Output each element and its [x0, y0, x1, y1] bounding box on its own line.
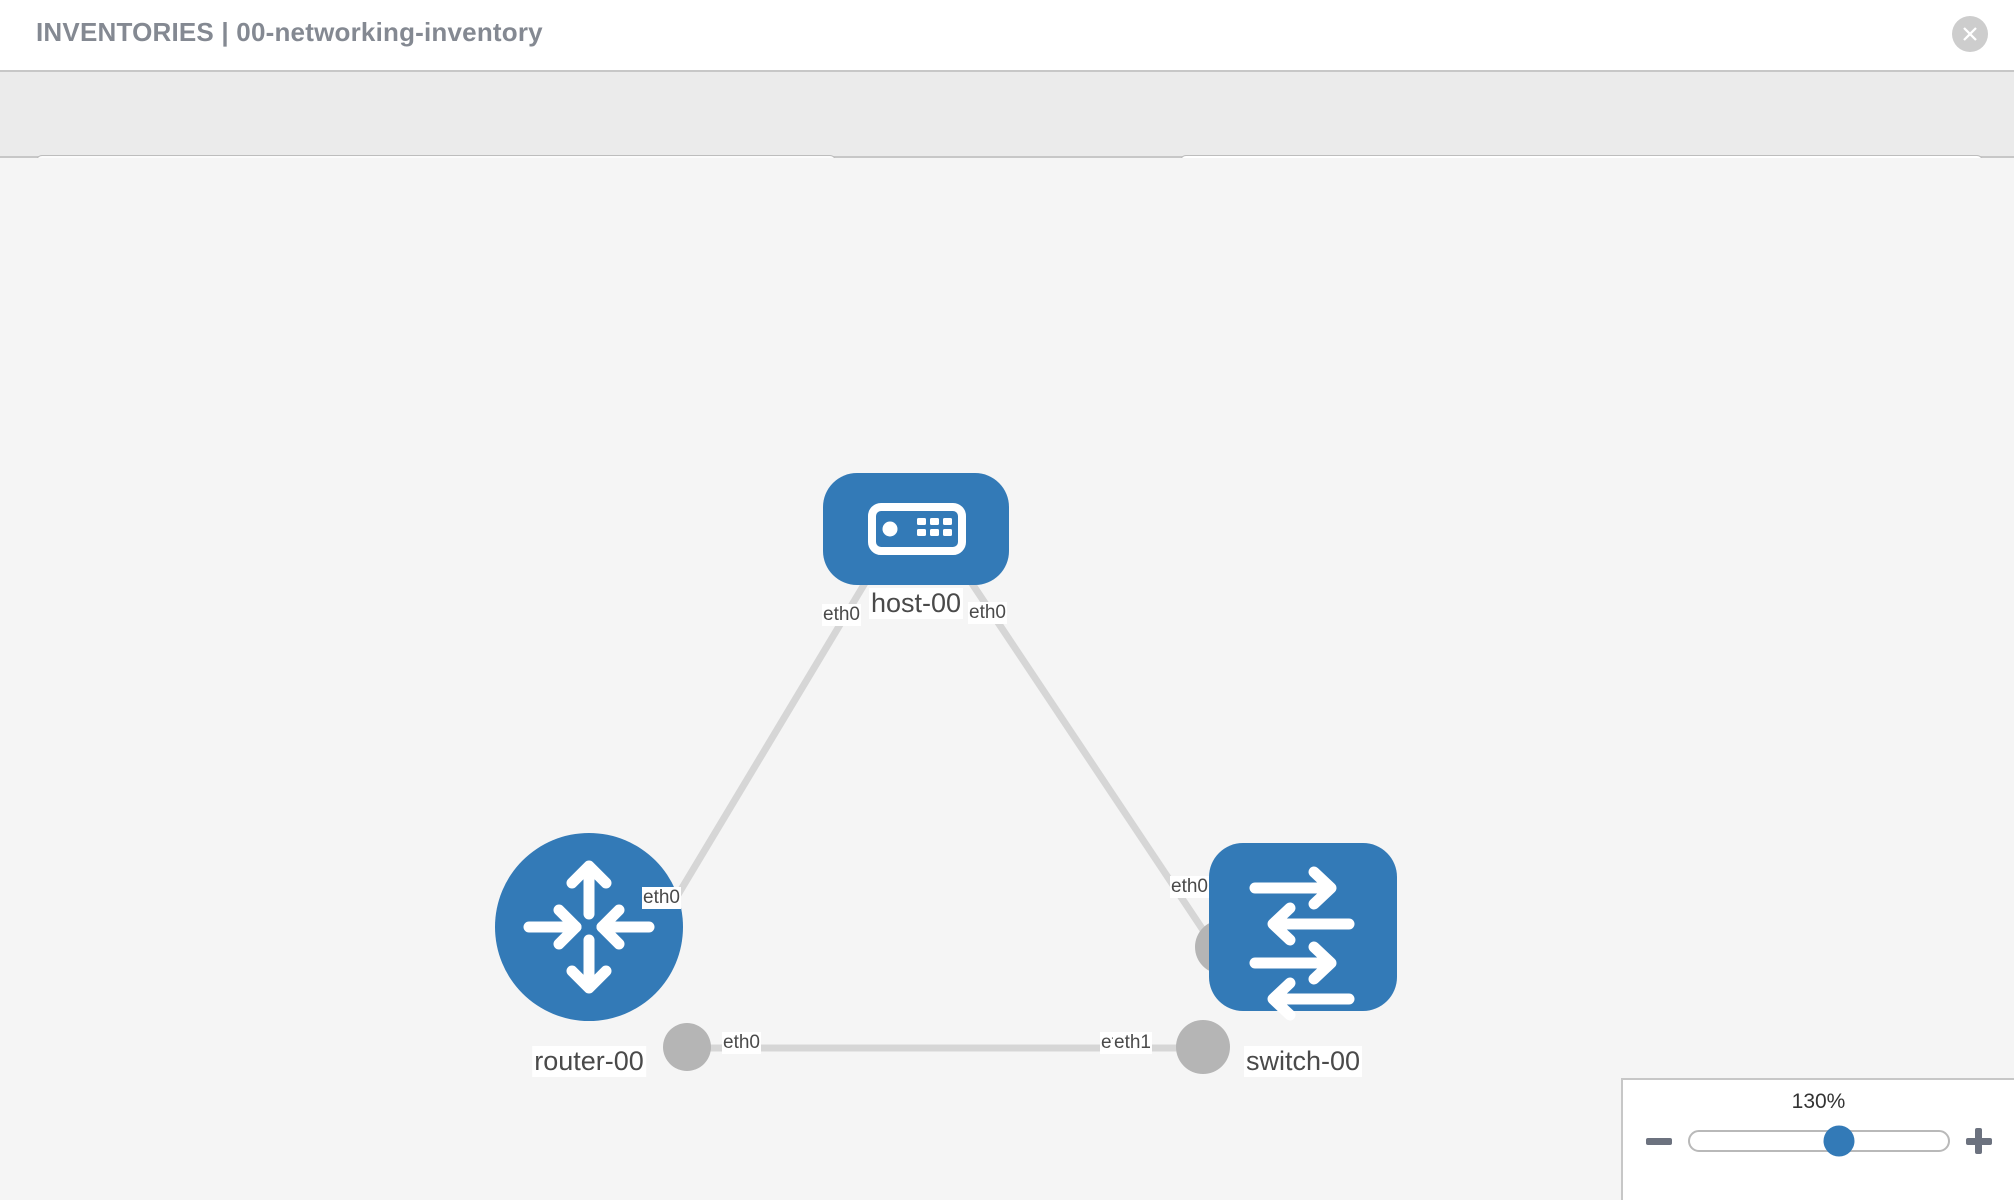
page-header: INVENTORIES | 00-networking-inventory: [0, 0, 2014, 70]
iface-label-switch00-uplink: eth0: [1170, 876, 1209, 898]
toolbar: ACTIONS SEARCH: [0, 70, 2014, 205]
switch-arrows-icon: [1249, 866, 1355, 1021]
close-button[interactable]: [1952, 16, 1988, 52]
iface-label-host00-left: eth0: [822, 604, 861, 626]
iface-label-switch00-eth1: eth1: [1113, 1032, 1152, 1054]
zoom-slider-thumb[interactable]: [1823, 1125, 1855, 1157]
zoom-slider[interactable]: [1687, 1125, 1950, 1157]
zoom-control-panel: 130%: [1621, 1078, 2014, 1200]
zoom-out-button[interactable]: [1645, 1137, 1672, 1145]
topology-canvas[interactable]: host-00 router-00 switch-00 eth0 eth0 et…: [0, 158, 2014, 1200]
node-router-00[interactable]: [495, 833, 683, 1021]
page-title: INVENTORIES | 00-networking-inventory: [36, 17, 543, 47]
port-switch00-left[interactable]: [1176, 1020, 1230, 1074]
node-host-00[interactable]: [823, 473, 1009, 585]
server-icon: [868, 503, 966, 555]
zoom-level-value: 130%: [1791, 1090, 1846, 1113]
node-label-switch-00: switch-00: [1243, 1046, 1363, 1077]
iface-label-host00-right: eth0: [968, 602, 1007, 624]
link-layer: [636, 556, 1218, 1052]
router-arrows-icon: [523, 860, 655, 994]
zoom-controls-row: [1623, 1125, 2014, 1157]
node-label-host-00: host-00: [868, 588, 964, 619]
close-icon: [1963, 27, 1977, 41]
node-switch-00[interactable]: [1209, 843, 1397, 1021]
iface-label-router00-eth0: eth0: [722, 1032, 761, 1054]
port-router00-right[interactable]: [663, 1023, 711, 1071]
iface-label-router00-uplink: eth0: [642, 887, 681, 909]
zoom-in-button[interactable]: [1965, 1128, 1992, 1154]
node-label-router-00: router-00: [532, 1046, 646, 1077]
topology-graph: [495, 473, 1397, 1074]
